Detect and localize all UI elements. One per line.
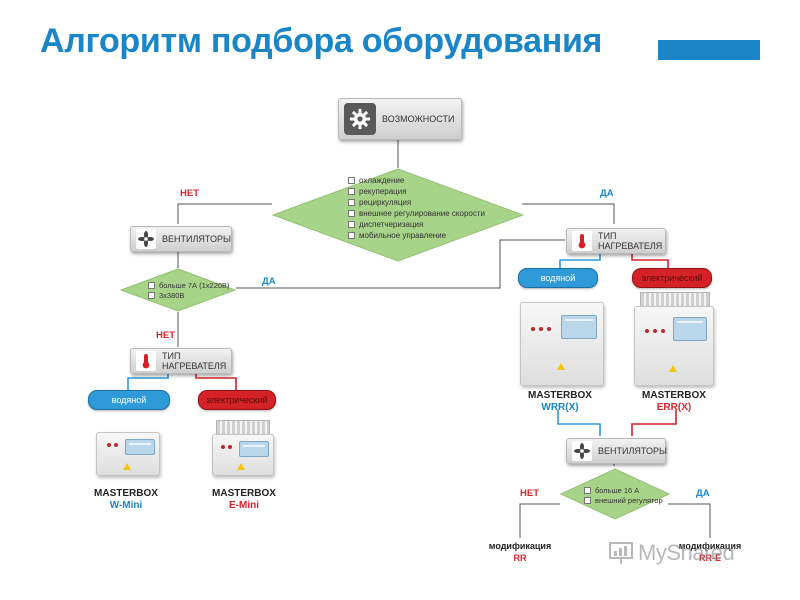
left-no-label: НЕТ <box>156 330 175 341</box>
wire-wrr-fans <box>557 410 601 436</box>
decision-option: мобильное управление <box>348 230 485 241</box>
gear-icon <box>344 103 376 135</box>
err-device-image <box>634 306 714 386</box>
page-title: Алгоритм подбора оборудования <box>40 22 603 60</box>
product-w-mini: MASTERBOX W-Mini <box>90 488 162 512</box>
product-name: MASTERBOX <box>642 390 706 401</box>
decision-option: охлаждение <box>348 175 485 186</box>
left-yes-label: ДА <box>262 276 276 287</box>
right-no-label: НЕТ <box>520 488 539 499</box>
right-decision-options: больше 16 А внешний регулятор <box>584 486 663 506</box>
presentation-icon <box>609 542 633 564</box>
product-name: MASTERBOX <box>528 390 592 401</box>
water-heater-pill-right: водяной <box>518 268 598 288</box>
connector-right-yes <box>668 503 711 538</box>
wire-water-left <box>127 372 169 390</box>
wire-electric-left <box>195 372 237 390</box>
product-e-mini: MASTERBOX E-Mini <box>206 488 282 512</box>
modification-label: модификация <box>488 541 552 551</box>
title-accent-bar <box>658 40 760 60</box>
decision-option: больше 16 А <box>584 486 663 496</box>
watermark: MyShared <box>608 540 735 566</box>
decision-option: внешний регулятор <box>584 496 663 506</box>
thermometer-icon <box>136 351 156 371</box>
product-wrr: MASTERBOX WRR(X) <box>522 390 598 414</box>
decision-option: рециркуляция <box>348 197 485 208</box>
right-yes-label: ДА <box>696 488 710 499</box>
capabilities-box: ВОЗМОЖНОСТИ <box>338 98 462 140</box>
decision-option: внешнее регулирование скорости <box>348 208 485 219</box>
capabilities-label: ВОЗМОЖНОСТИ <box>382 114 455 124</box>
fans-right-box: ВЕНТИЛЯТОРЫ <box>566 438 667 464</box>
watermark-text: MyShared <box>638 540 735 565</box>
decision-option: 3х380В <box>148 291 230 301</box>
modification-code: RR <box>513 553 527 563</box>
connector-left-yes <box>236 239 565 289</box>
decision-option: диспетчеризация <box>348 219 485 230</box>
fans-right-label: ВЕНТИЛЯТОРЫ <box>598 446 667 456</box>
water-heater-pill-left: водяной <box>88 390 170 410</box>
heater-right-box: ТИП НАГРЕВАТЕЛЯ <box>566 228 666 254</box>
modification-code: RR-E <box>699 553 721 563</box>
left-decision-options: больше 7А (1х220В) 3х380В <box>148 281 230 301</box>
wire-water-right <box>559 252 601 268</box>
electric-heater-pill-right: электрический <box>632 268 712 288</box>
heater-right-label: ТИП НАГРЕВАТЕЛЯ <box>598 231 663 251</box>
modification-rr: модификация RR <box>484 540 556 564</box>
product-err: MASTERBOX ERR(X) <box>636 390 712 414</box>
fans-left-label: ВЕНТИЛЯТОРЫ <box>162 234 231 244</box>
electric-heater-pill-left: электрический <box>198 390 276 410</box>
heater-left-box: ТИП НАГРЕВАТЕЛЯ <box>130 348 232 374</box>
product-model: W-Mini <box>109 500 143 511</box>
fans-left-box: ВЕНТИЛЯТОРЫ <box>130 226 232 252</box>
heater-left-label: ТИП НАГРЕВАТЕЛЯ <box>162 351 227 371</box>
connector-decision-no <box>177 203 272 224</box>
decision-option: больше 7А (1х220В) <box>148 281 230 291</box>
thermometer-icon <box>572 231 592 251</box>
wire-err-fans <box>631 410 677 436</box>
wrr-device-image <box>520 302 604 386</box>
connector-right-no <box>519 503 560 538</box>
fan-icon <box>572 441 592 461</box>
main-decision-options: охлаждение рекуперация рециркуляция внеш… <box>348 175 485 241</box>
connector-decision-yes <box>522 203 615 224</box>
e-mini-device-image <box>212 434 274 476</box>
product-name: MASTERBOX <box>212 488 276 499</box>
product-model: E-Mini <box>229 500 259 511</box>
wire-electric-right <box>631 252 669 268</box>
modification-rr-e: модификация RR-E <box>674 540 746 564</box>
fan-icon <box>136 229 156 249</box>
modification-label: модификация <box>678 541 742 551</box>
product-name: MASTERBOX <box>94 488 158 499</box>
main-no-label: НЕТ <box>180 188 199 199</box>
product-model: ERR(X) <box>656 402 692 413</box>
decision-option: рекуперация <box>348 186 485 197</box>
w-mini-device-image <box>96 432 160 476</box>
main-yes-label: ДА <box>600 188 614 199</box>
product-model: WRR(X) <box>541 402 579 413</box>
